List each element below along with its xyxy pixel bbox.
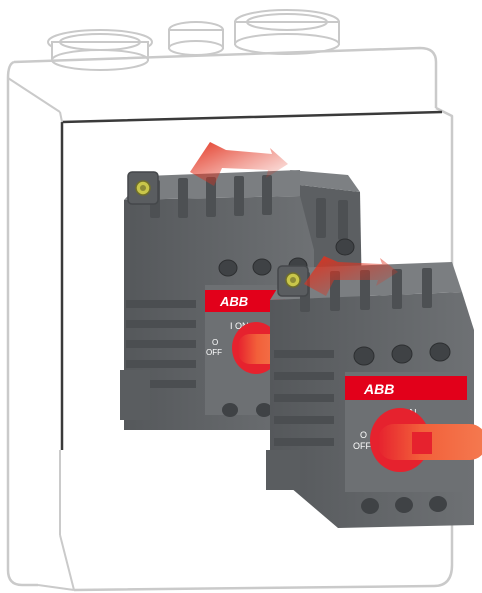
- off-label-bottom-back: OFF: [206, 348, 222, 357]
- off-label-top-front: O: [360, 430, 367, 440]
- cable-gland-middle: [169, 22, 223, 55]
- brand-logo-front: ABB: [363, 381, 394, 397]
- off-label-top-back: O: [212, 338, 218, 347]
- brand-logo-back: ABB: [219, 294, 248, 309]
- cable-gland-left: [48, 30, 152, 70]
- off-label-bottom-front: OFF: [353, 441, 371, 451]
- switch-disconnector-front: ABB I ON O OFF: [266, 262, 482, 528]
- cable-gland-right: [235, 10, 339, 54]
